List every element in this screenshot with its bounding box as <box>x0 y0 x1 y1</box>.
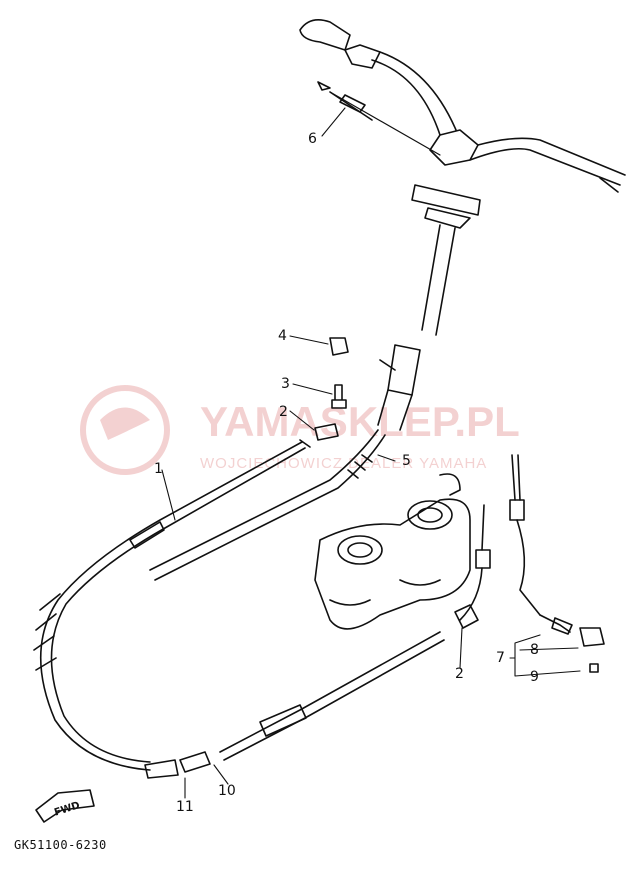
callout-8: 8 <box>530 642 539 658</box>
callout-2-upper: 2 <box>279 404 288 420</box>
watermark-subtitle: WOJCIECHOWICZ DEALER YAMAHA <box>200 455 487 472</box>
callout-4: 4 <box>278 328 287 344</box>
watermark-logo-mark <box>100 407 150 440</box>
cable-5 <box>149 429 386 581</box>
part-3-screw <box>331 384 347 409</box>
callout-11: 11 <box>176 799 194 815</box>
cable-10 <box>144 631 445 779</box>
handlebar-assembly <box>299 19 626 431</box>
callout-9: 9 <box>530 669 539 685</box>
fwd-arrow-icon <box>35 789 95 823</box>
callout-5: 5 <box>402 453 411 469</box>
fwd-label: FWD <box>53 800 81 819</box>
callout-2-lower: 2 <box>455 666 464 682</box>
watermark-logo <box>80 385 170 475</box>
part-8-cap <box>579 627 605 647</box>
small-parts <box>314 337 605 673</box>
choke-cable <box>454 454 573 635</box>
watermark: YAMASKLEP.PL WOJCIECHOWICZ DEALER YAMAHA <box>80 385 520 475</box>
diagram-code: GK51100-6230 <box>14 838 107 852</box>
callout-3: 3 <box>281 376 290 392</box>
callout-10: 10 <box>218 783 236 799</box>
watermark-title: YAMASKLEP.PL <box>200 398 520 445</box>
throttle-cable <box>33 439 311 771</box>
part-9-clip <box>589 663 599 673</box>
callout-6: 6 <box>308 131 317 147</box>
part-4-nut <box>329 337 349 356</box>
leader-lines <box>161 107 581 799</box>
carburetor <box>314 473 471 630</box>
part-2-adjuster <box>314 423 339 441</box>
callout-7: 7 <box>496 650 505 666</box>
callout-1: 1 <box>154 461 163 477</box>
